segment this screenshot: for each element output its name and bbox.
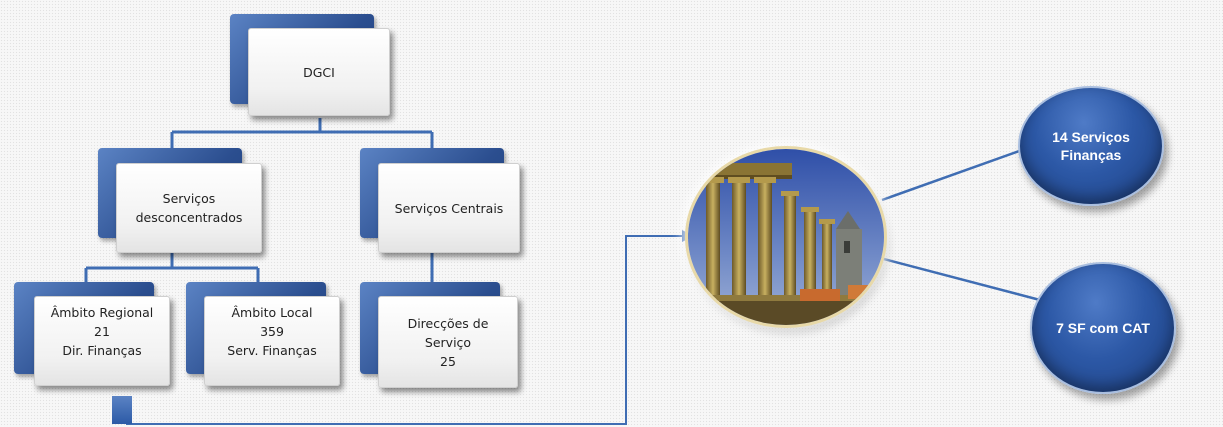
- node-decentralized-services: Serviços desconcentrados: [98, 148, 268, 254]
- node-local-line3: Serv. Finanças: [227, 343, 317, 358]
- node-dgci-label: DGCI: [303, 64, 335, 80]
- node-regional-line1: Âmbito Regional: [50, 305, 154, 320]
- node-decentralized-line2: desconcentrados: [135, 210, 243, 225]
- connector-photo-top-bubble: [881, 148, 1023, 202]
- node-regional-line2: 21: [94, 324, 110, 339]
- link-arrow-path: [126, 235, 684, 425]
- node-decentralized-line1: Serviços: [162, 191, 216, 206]
- node-regional-scope: Âmbito Regional 21 Dir. Finanças: [14, 282, 174, 388]
- bubble-bottom-label: 7 SF com CAT: [1056, 320, 1150, 336]
- node-directions-line3: 25: [440, 353, 456, 369]
- regional-link-marker: [112, 396, 132, 424]
- connector-photo-bottom-bubble: [879, 256, 1041, 302]
- node-directions-line1: Direcções de: [407, 315, 489, 331]
- node-central-label: Serviços Centrais: [394, 200, 504, 216]
- node-central-services: Serviços Centrais: [360, 148, 530, 254]
- temple-illustration: [688, 149, 884, 325]
- node-service-directions: Direcções de Serviço 25: [360, 282, 530, 388]
- temple-photo: [688, 149, 884, 325]
- bubble-14-finance-services: 14 Serviços Finanças: [1018, 86, 1164, 206]
- node-local-line1: Âmbito Local: [231, 305, 313, 320]
- node-local-scope: Âmbito Local 359 Serv. Finanças: [186, 282, 346, 388]
- node-directions-line2: Serviço: [424, 334, 472, 350]
- bubble-top-line1: 14 Serviços: [1052, 129, 1130, 145]
- bubble-7-sf-with-cat: 7 SF com CAT: [1030, 262, 1176, 394]
- node-dgci: DGCI: [230, 14, 410, 118]
- bubble-top-line2: Finanças: [1060, 147, 1122, 163]
- node-regional-line3: Dir. Finanças: [62, 343, 142, 358]
- node-local-line2: 359: [260, 324, 284, 339]
